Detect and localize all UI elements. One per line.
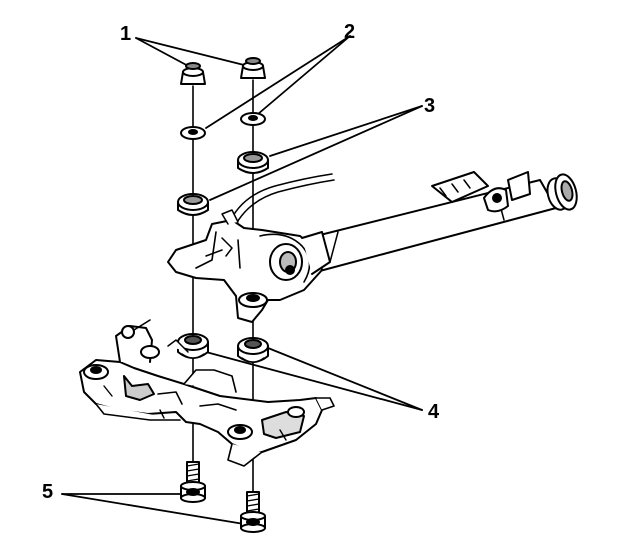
callout-3-upper-grommets: 3 bbox=[424, 95, 436, 117]
washer-left bbox=[180, 126, 206, 140]
isolator-lower-right bbox=[237, 337, 269, 363]
column-mounting-bracket bbox=[167, 209, 331, 323]
callout-4-lower-isolators: 4 bbox=[428, 401, 440, 423]
bolt-right bbox=[240, 491, 266, 533]
callout-1-nuts: 1 bbox=[120, 23, 132, 45]
nut-right bbox=[240, 57, 266, 79]
callout-2-washers: 2 bbox=[344, 21, 356, 43]
nut-left bbox=[180, 62, 206, 85]
grommet-upper-right bbox=[237, 151, 269, 174]
column-end-fitting bbox=[431, 171, 531, 213]
leader-lines bbox=[61, 35, 423, 525]
grommet-upper-left bbox=[177, 193, 209, 216]
callout-5-bolts: 5 bbox=[42, 481, 54, 503]
washer-right bbox=[240, 112, 266, 126]
lower-mounting-plate bbox=[79, 319, 335, 467]
wire-harness bbox=[227, 173, 335, 233]
bolt-left bbox=[180, 461, 206, 503]
isolator-lower-left bbox=[177, 333, 209, 359]
